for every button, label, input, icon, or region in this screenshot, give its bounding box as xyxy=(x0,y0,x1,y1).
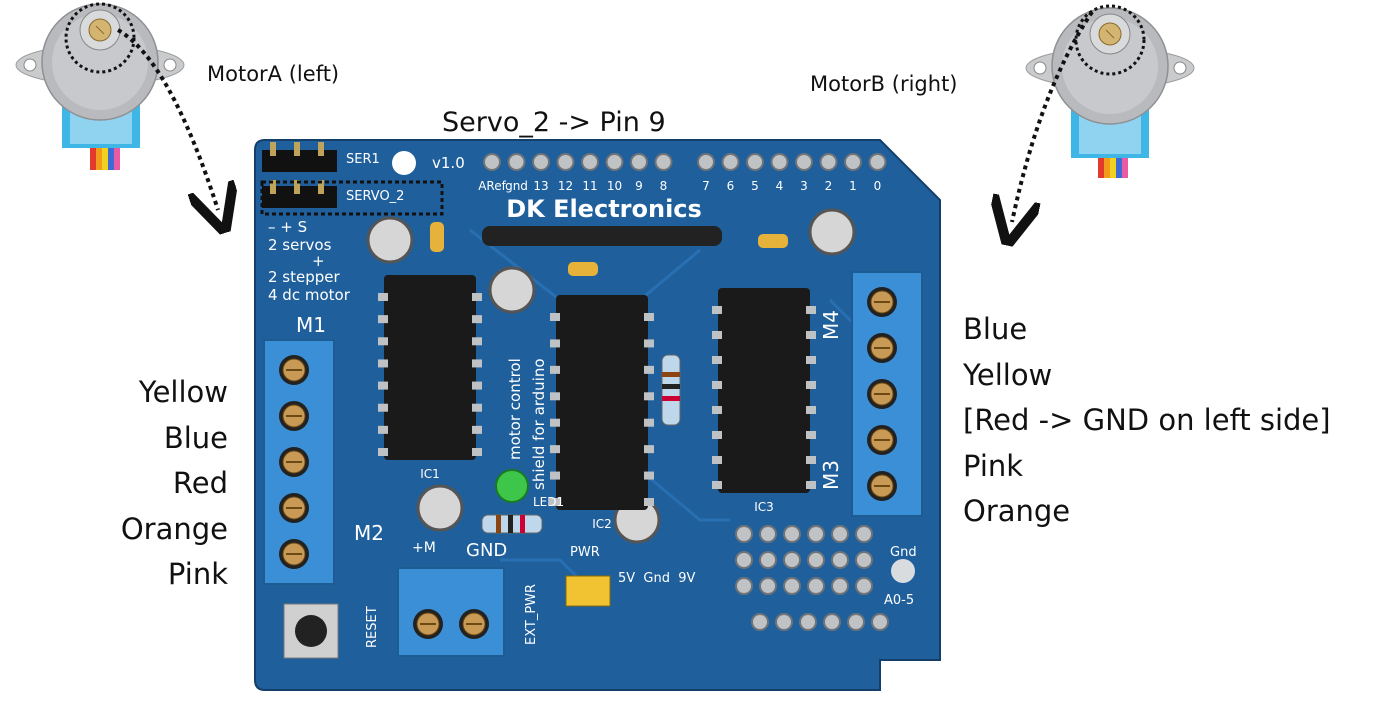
pin-label: 12 xyxy=(558,179,573,193)
stepper-motor-a-icon xyxy=(15,2,185,170)
chip-label: IC1 xyxy=(420,467,440,481)
reset-button-icon xyxy=(283,603,339,659)
motor-a-wire: Blue xyxy=(163,420,228,455)
ic-chip-icon xyxy=(384,275,476,460)
header-servo2: SERVO_2 xyxy=(346,189,404,204)
voltage-label: 5V Gnd 9V xyxy=(618,571,696,586)
pin-label: 8 xyxy=(660,179,668,193)
motor-b-wire: Pink xyxy=(963,448,1024,483)
motor-b-arrow xyxy=(1012,10,1094,222)
led1-label: LED1 xyxy=(533,495,564,509)
pin-label: 2 xyxy=(825,179,833,193)
header-ser1: SER1 xyxy=(346,152,380,167)
pwr-label: PWR xyxy=(570,545,600,560)
pin-label: ARef xyxy=(478,179,506,193)
port-m4: M4 xyxy=(819,310,843,340)
silk-line-4: 4 dc motor xyxy=(268,286,351,304)
servo-2-highlight xyxy=(260,180,444,216)
header-pin xyxy=(654,153,673,171)
pwr-jumper xyxy=(565,575,611,607)
screw-terminals xyxy=(263,271,923,657)
plus-m-label: +M xyxy=(412,540,436,556)
motor-a-wire-list: Yellow Blue Red Orange Pink xyxy=(121,370,228,598)
pin-label: 10 xyxy=(607,179,622,193)
board-version: v1.0 xyxy=(432,154,465,172)
pin-label: 9 xyxy=(635,179,643,193)
analog-pin-grid xyxy=(735,525,889,631)
vertical-text-2: shield for arduino xyxy=(530,358,548,490)
gnd-right-label: Gnd xyxy=(890,545,917,560)
header-pin xyxy=(721,153,740,171)
vertical-text-1: motor control xyxy=(506,358,524,460)
header-pin xyxy=(556,153,575,171)
silk-line-1: 2 servos xyxy=(268,236,332,254)
pin-label: 11 xyxy=(582,179,597,193)
gnd-label: GND xyxy=(466,540,507,561)
motor-b-label: MotorB (right) xyxy=(810,72,958,96)
motor-a-wire: Pink xyxy=(167,557,228,591)
silk-line-2: + xyxy=(312,252,325,270)
header-pin xyxy=(532,153,550,171)
header-pin xyxy=(507,153,526,171)
port-m2: M2 xyxy=(354,521,384,545)
header-pin xyxy=(868,153,887,171)
header-pin xyxy=(605,153,624,171)
port-m3: M3 xyxy=(819,460,843,490)
header-pin xyxy=(795,153,813,171)
header-pin xyxy=(630,153,648,171)
ext-pwr-label: EXT_PWR xyxy=(524,584,539,645)
servo-pin-label: Servo_2 -> Pin 9 xyxy=(442,107,666,138)
pin-label: 0 xyxy=(874,179,882,193)
led-icon xyxy=(495,469,529,503)
motor-a-wire: Yellow xyxy=(138,375,228,409)
screw-terminal-block xyxy=(397,567,505,657)
board-brand: DK Electronics xyxy=(506,195,702,223)
pin-label: 4 xyxy=(776,179,784,193)
electrolytic-capacitors xyxy=(366,208,856,544)
header-pin xyxy=(697,153,715,171)
motor-a-label: MotorA (left) xyxy=(207,62,340,86)
stepper-motor-b-icon xyxy=(1025,4,1195,178)
ic-chip-icon xyxy=(556,295,648,510)
pin-label: gnd xyxy=(505,179,528,193)
pin-label: 7 xyxy=(702,179,710,193)
header-pin xyxy=(844,153,862,171)
pin-label: 3 xyxy=(800,179,808,193)
pin-label: 1 xyxy=(849,179,857,193)
a0-5-label: A0-5 xyxy=(884,593,914,608)
polarity-label: – + S xyxy=(268,218,307,236)
motor-b-wire: Blue xyxy=(963,312,1028,346)
header-pin xyxy=(483,153,501,171)
silk-line-3: 2 stepper xyxy=(268,268,341,286)
resistors xyxy=(481,354,681,534)
pin-label: 5 xyxy=(751,179,759,193)
servo-header xyxy=(260,142,444,216)
header-pin xyxy=(581,153,599,171)
chip-label: IC2 xyxy=(592,517,612,531)
header-pin xyxy=(746,153,764,171)
pin-label: 13 xyxy=(533,179,548,193)
header-pin xyxy=(819,153,838,171)
ceramic-capacitors xyxy=(430,222,788,276)
pin-label: 6 xyxy=(727,179,735,193)
motor-b-wire: Orange xyxy=(963,494,1071,528)
silkscreen-text: DK Electronics v1.0 SER1 SERVO_2 – + S 2… xyxy=(268,152,917,648)
header-pin xyxy=(770,153,789,171)
chip-label: IC3 xyxy=(754,500,774,514)
port-m1: M1 xyxy=(296,313,326,337)
motor-b-wire: [Red -> GND on left side] xyxy=(963,403,1331,437)
motor-b-wire-list: Blue Yellow [Red -> GND on left side] Pi… xyxy=(963,307,1331,535)
ic-chip-icon xyxy=(718,288,810,493)
rn1-resistor-network xyxy=(482,226,722,246)
motor-b-wire: Yellow xyxy=(963,357,1053,392)
reset-label: RESET xyxy=(365,606,380,648)
motor-a-wire: Orange xyxy=(120,511,228,546)
motor-a-wire: Red xyxy=(172,466,228,500)
